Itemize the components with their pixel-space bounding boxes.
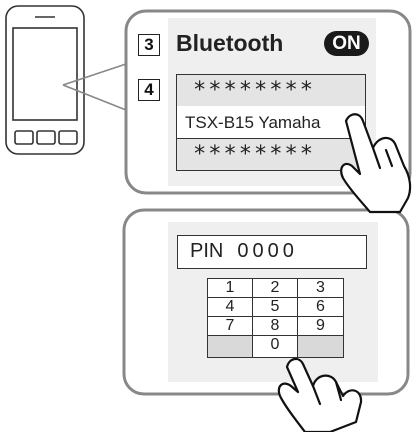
step-3-marker: 3 — [138, 34, 160, 56]
smartphone-icon — [5, 5, 85, 155]
numeric-keypad: 1 2 3 4 5 6 7 8 9 0 — [207, 278, 344, 358]
key-0[interactable]: 0 — [253, 336, 298, 357]
key-4[interactable]: 4 — [208, 298, 253, 317]
key-2[interactable]: 2 — [253, 279, 298, 298]
key-5[interactable]: 5 — [253, 298, 298, 317]
key-blank-left — [208, 336, 253, 357]
device-list-item-3[interactable]: ******** — [176, 138, 366, 171]
key-1[interactable]: 1 — [208, 279, 253, 298]
pin-value: 0000 — [237, 240, 298, 262]
key-8[interactable]: 8 — [253, 317, 298, 336]
callout-connector — [62, 63, 127, 111]
pin-label: PIN — [190, 240, 224, 262]
device-list-item-1[interactable]: ******** — [176, 74, 366, 107]
step-4-marker: 4 — [138, 79, 160, 101]
device-list-item-yamaha[interactable]: TSX-B15 Yamaha — [176, 106, 366, 139]
bluetooth-title: Bluetooth — [176, 30, 284, 56]
key-6[interactable]: 6 — [298, 298, 343, 317]
key-blank-right — [298, 336, 343, 357]
key-3[interactable]: 3 — [298, 279, 343, 298]
key-7[interactable]: 7 — [208, 317, 253, 336]
pin-field[interactable]: PIN 0000 — [177, 235, 367, 269]
key-9[interactable]: 9 — [298, 317, 343, 336]
bluetooth-on-toggle[interactable]: ON — [324, 31, 369, 56]
